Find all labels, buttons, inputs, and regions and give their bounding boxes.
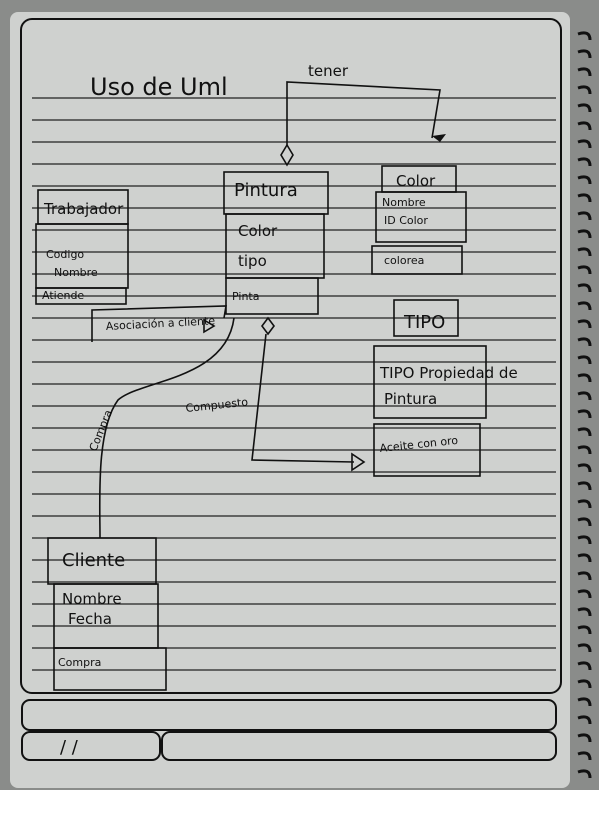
class-color-attr-1: Nombre — [382, 196, 426, 209]
class-trabajador-attr-1: Codigo — [46, 248, 84, 261]
class-cliente-attr-2: Fecha — [68, 610, 112, 628]
label-tener: tener — [308, 62, 349, 80]
notebook-page — [10, 12, 570, 788]
arrowhead-association-icon — [203, 318, 216, 334]
class-pintura-method: Pinta — [232, 290, 259, 303]
compuesto-relation-line — [251, 333, 355, 463]
footer-box-top — [21, 699, 557, 731]
class-color-box — [371, 165, 467, 275]
tener-relation-line — [286, 81, 441, 148]
class-pintura-name: Pintura — [234, 180, 298, 201]
footer-date-marks: / / — [60, 737, 79, 758]
class-trabajador-name: Trabajador — [43, 200, 124, 218]
arrowhead-tipo-icon — [351, 452, 366, 472]
footer-box-right — [161, 731, 557, 761]
class-trabajador-attr-2: Nombre — [54, 266, 98, 279]
class-trabajador-method: Atiende — [42, 289, 84, 302]
class-pintura-box — [223, 171, 329, 315]
class-cliente-name: Cliente — [62, 550, 125, 571]
label-compuesto: Compuesto — [185, 395, 249, 415]
class-tipo-name: TIPO — [403, 312, 445, 333]
diagram-title: Uso de Uml — [90, 73, 228, 101]
class-tipo-lower-text: Aceite con oro — [379, 434, 459, 455]
composition-diamond-icon — [261, 316, 275, 336]
aggregation-diamond-icon — [280, 143, 294, 167]
class-color-method: colorea — [384, 254, 424, 267]
class-cliente-box — [47, 537, 167, 691]
spiral-binding — [577, 31, 592, 779]
class-color-name: Color — [396, 172, 436, 190]
class-tipo-attr-2: Pintura — [384, 390, 437, 408]
label-asociacion-cliente: Asociación a cliente — [105, 314, 215, 333]
label-compra-vertical: Compra — [87, 408, 115, 453]
class-cliente-method: Compra — [58, 656, 101, 669]
class-pintura-attr-1: Color — [238, 222, 278, 240]
footer-date-box — [21, 731, 161, 761]
class-color-attr-2: ID Color — [384, 214, 428, 227]
page-border-frame — [20, 18, 562, 694]
class-tipo-attr-1: TIPO Propiedad de — [379, 364, 518, 382]
compra-relation-line — [98, 317, 235, 539]
notebook-photo: / / Uso de Uml tener — [0, 0, 599, 790]
arrowhead-color-icon — [432, 134, 446, 142]
class-pintura-attr-2: tipo — [238, 252, 267, 270]
class-tipo-box — [373, 299, 487, 477]
class-trabajador-box — [35, 189, 129, 305]
uml-diagram-canvas: / / Uso de Uml tener — [21, 31, 592, 779]
class-cliente-attr-1: Nombre — [62, 590, 122, 608]
association-to-cliente-line — [91, 305, 227, 342]
